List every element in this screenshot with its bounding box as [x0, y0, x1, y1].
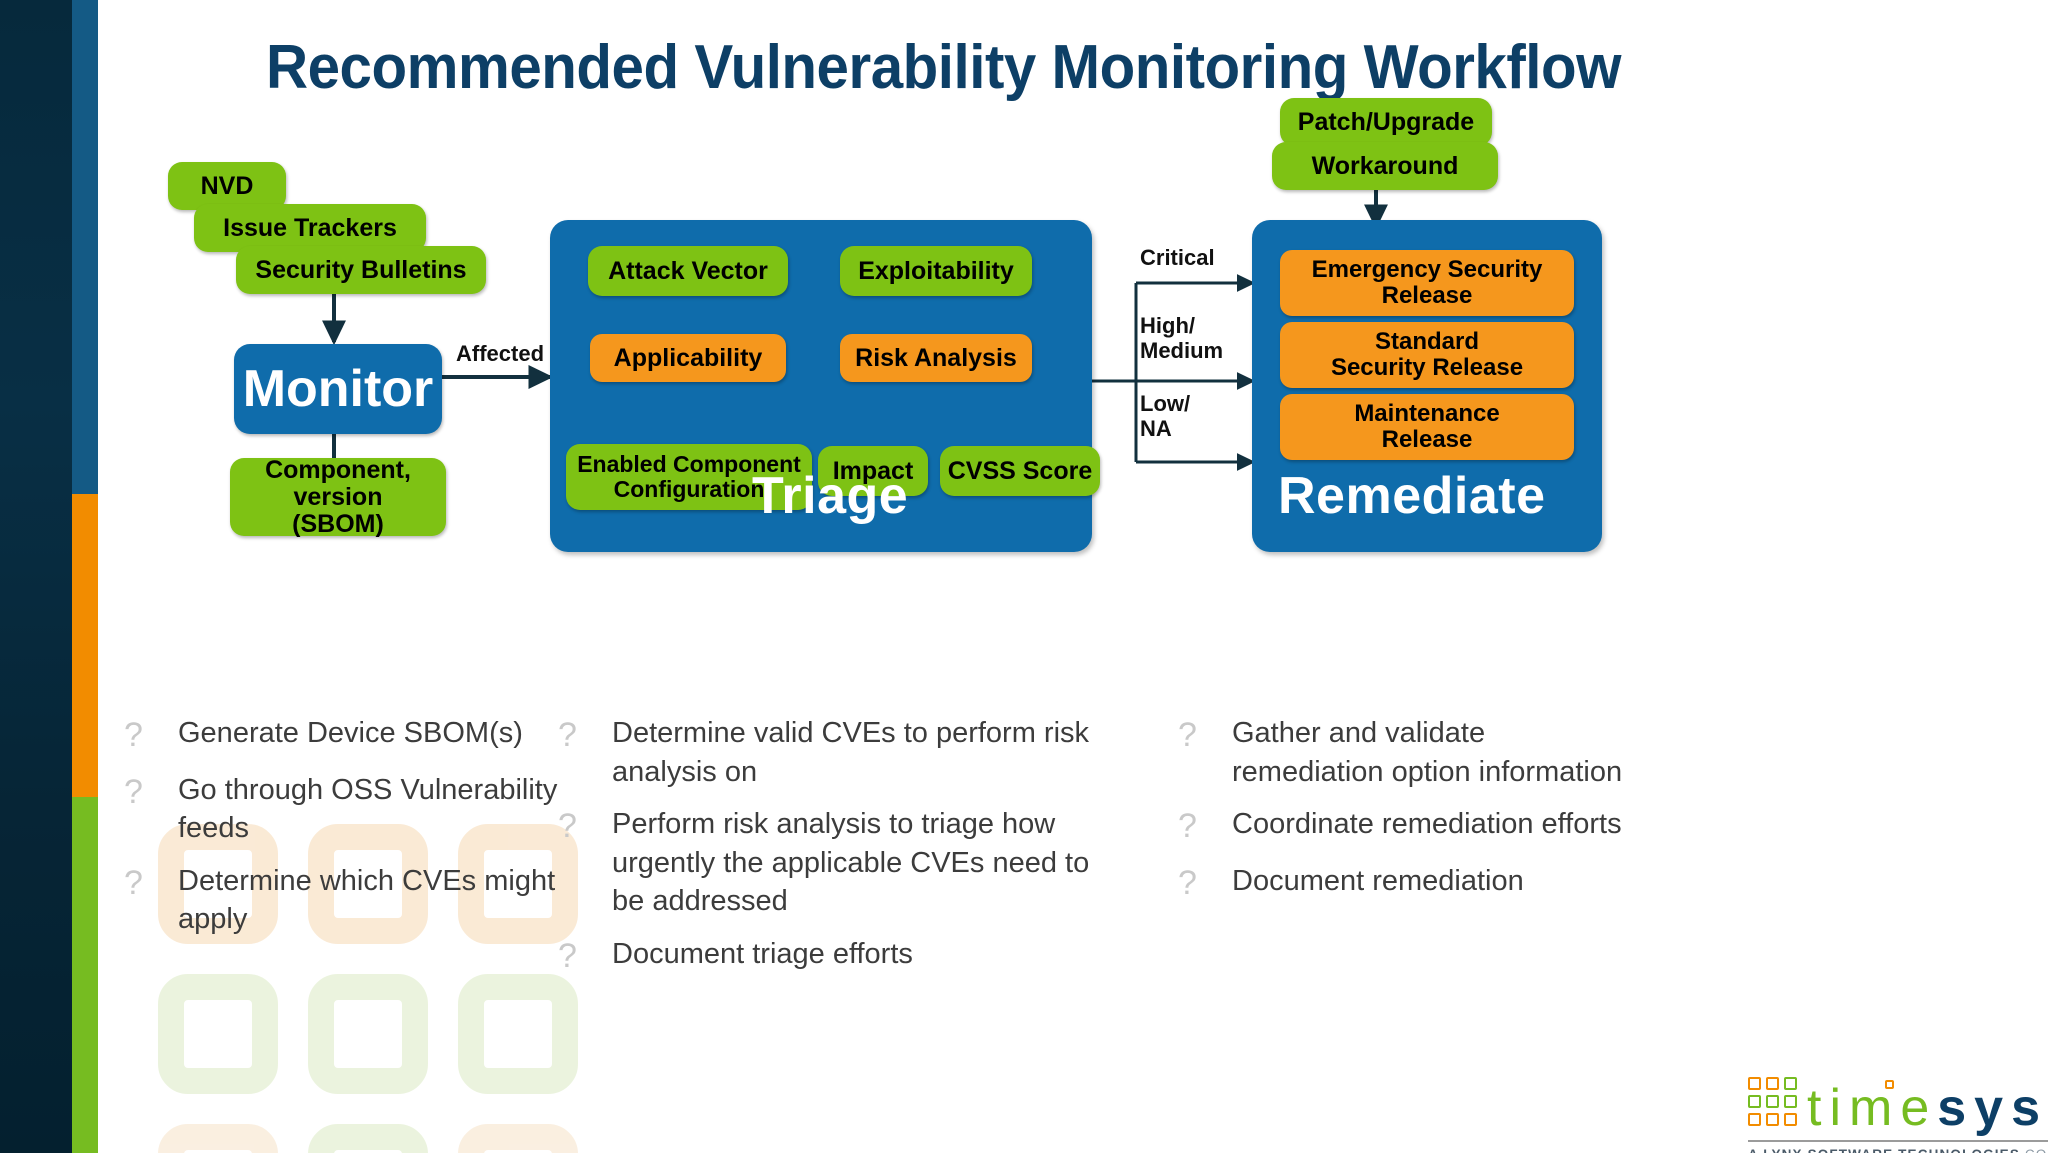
monitor-panel-label: Monitor [242, 359, 434, 418]
page-title: Recommended Vulnerability Monitoring Wor… [266, 33, 1622, 102]
severity-label-critical: Critical [1140, 245, 1215, 270]
accent-stripe [72, 0, 98, 1153]
list-item-label: Determine which CVEs might apply [178, 864, 556, 936]
list-item-label: Perform risk analysis to triage how urge… [612, 808, 1090, 918]
triage-node-cvss-score: CVSS Score [940, 446, 1100, 496]
source-node-issue-trackers: Issue Trackers [194, 204, 426, 252]
remediate-bullets: ? Gather and validate remediation option … [1178, 714, 1628, 918]
triage-node-impact: Impact [818, 446, 928, 496]
triage-node-enabled-component-configuration: Enabled Component Configuration [566, 444, 812, 510]
watermark-square [158, 1124, 278, 1153]
bullet-marker-icon: ? [1178, 716, 1197, 754]
bullet-marker-icon: ? [124, 716, 143, 754]
list-item: ?Go through OSS Vulnerability feeds [124, 771, 624, 848]
bullet-marker-icon: ? [558, 716, 577, 754]
logo-grid-icon [1748, 1077, 1797, 1126]
source-node-nvd: NVD [168, 162, 286, 210]
list-item: ? Gather and validate remediation option … [1178, 714, 1628, 791]
remediate-panel-label: Remediate [1278, 467, 1546, 525]
watermark-square [308, 1124, 428, 1153]
list-item-label: Generate Device SBOM(s) [178, 717, 523, 749]
list-item: ? Document remediation [1178, 862, 1628, 905]
triage-bullets: ? Determine valid CVEs to perform risk an… [558, 714, 1118, 991]
watermark-square [308, 974, 428, 1094]
monitor-bullets: ?Generate Device SBOM(s)?Go through OSS … [124, 714, 624, 953]
source-node-security-bulletins: Security Bulletins [236, 246, 486, 294]
watermark-square [158, 974, 278, 1094]
timesys-logo: timesys A LYNX SOFTWARE TECHNOLOGIES COM… [1748, 1077, 2048, 1153]
logo-tagline-light: COMPANY [2025, 1147, 2048, 1153]
logo-word-navy: sys [1937, 1078, 2048, 1137]
triage-panel-label: Triage [752, 467, 909, 525]
triage-node-attack-vector: Attack Vector [588, 246, 788, 296]
remediate-option-workaround: Workaround [1272, 142, 1498, 190]
list-item: ? Determine which CVEs might apply [124, 862, 624, 939]
logo-divider [1748, 1140, 2048, 1142]
sbom-input-node: Component, version (SBOM) [230, 456, 446, 537]
triage-node-applicability: Applicability [590, 334, 786, 382]
remediate-option-patch-upgrade: Patch/Upgrade [1280, 98, 1492, 146]
list-item: ? Determine valid CVEs to perform risk an… [558, 714, 1118, 791]
list-item-label: Coordinate remediation efforts [1232, 808, 1622, 841]
logo-tagline-dark: A LYNX SOFTWARE TECHNOLOGIES [1748, 1147, 2020, 1153]
severity-label-high-medium: High/ Medium [1140, 313, 1224, 363]
severity-label-low-na: Low/ NA [1140, 391, 1191, 441]
list-item-label: Document triage efforts [612, 937, 913, 970]
list-item: ? Coordinate remediation efforts [1178, 805, 1628, 848]
list-item-label: Go through OSS Vulnerability feeds [178, 773, 558, 845]
list-item-label: Gather and validate remediation option i… [1232, 717, 1623, 788]
triage-node-risk-analysis: Risk Analysis [840, 334, 1032, 382]
accent-stripe-green [72, 796, 98, 1153]
remediate-release-maintenance: Maintenance Release [1280, 394, 1574, 460]
watermark-square [458, 1124, 578, 1153]
triage-node-exploitability: Exploitability [840, 246, 1032, 296]
bullet-marker-icon: ? [1178, 863, 1197, 902]
bullet-marker-icon: ? [124, 863, 143, 902]
accent-stripe-blue [72, 0, 98, 495]
bullet-marker-icon: ? [558, 807, 577, 846]
accent-stripe-orange [72, 494, 98, 797]
monitor-panel: Monitor [234, 344, 442, 434]
remediate-release-emergency: Emergency Security Release [1280, 250, 1574, 316]
logo-i-dot [1885, 1079, 1894, 1089]
bullet-marker-icon: ? [1178, 807, 1197, 846]
logo-word-green: time [1807, 1078, 1938, 1137]
slide-card: Recommended Vulnerability Monitoring Wor… [88, 0, 2048, 1153]
list-item-label: Determine valid CVEs to perform risk ana… [612, 717, 1090, 788]
edge-label-affected: Affected [456, 341, 545, 366]
list-item: ? Generate Device SBOM(s) [124, 714, 624, 757]
list-item: ? Document triage efforts [558, 935, 1118, 978]
list-item: ? Perform risk analysis to triage how urg… [558, 805, 1118, 921]
remediate-release-standard: Standard Security Release [1280, 322, 1574, 388]
watermark-square [458, 974, 578, 1094]
bullet-marker-icon: ? [558, 936, 577, 975]
bullet-marker-icon: ? [124, 772, 143, 811]
list-item-label: Document remediation [1232, 864, 1524, 897]
